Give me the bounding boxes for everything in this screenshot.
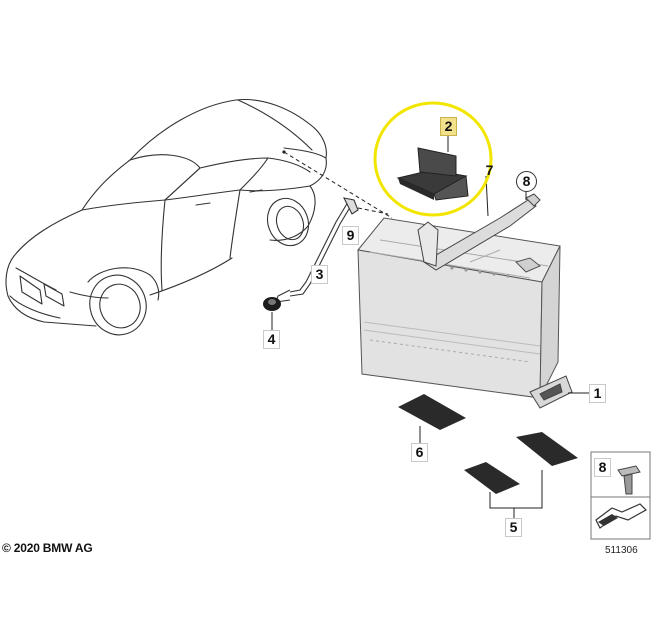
bracket-part-2 [396,132,469,201]
callout-8-bolt[interactable]: 8 [516,171,537,192]
image-number: 511306 [605,545,638,556]
legend-callout-8[interactable]: 8 [594,458,611,477]
callout-5[interactable]: 5 [505,518,522,537]
pad-part-5a [516,432,578,466]
callout-2[interactable]: 2 [440,117,457,136]
leader-part-5 [489,470,543,518]
grommet-part [263,297,281,311]
callout-3[interactable]: 3 [311,265,328,284]
callout-4[interactable]: 4 [263,330,280,349]
pad-part-5b [464,462,520,494]
callout-7[interactable]: 7 [485,162,494,178]
pad-part-6 [398,394,466,430]
battery-support [529,375,573,409]
hold-down-bracket [417,193,541,271]
callout-9[interactable]: 9 [342,226,359,245]
callout-1[interactable]: 1 [589,384,606,403]
highlight-ring [373,101,493,217]
leader-car-to-battery [283,151,393,219]
car-outline [5,98,327,336]
battery-cable [275,197,359,303]
callout-6[interactable]: 6 [411,443,428,462]
copyright-notice: © 2020 BMW AG [2,541,93,555]
